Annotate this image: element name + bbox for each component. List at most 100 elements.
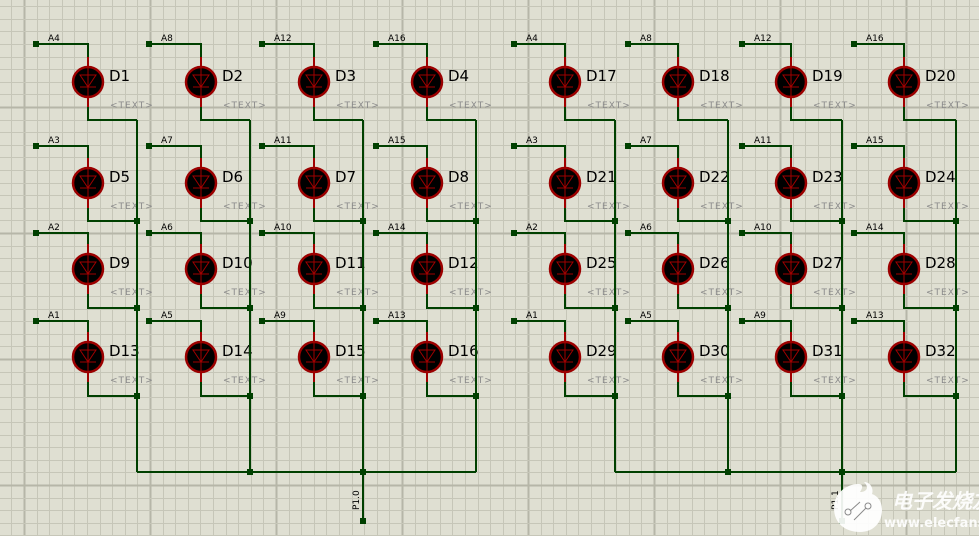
junction-dot (511, 41, 517, 47)
junction-dot (725, 305, 731, 311)
diode-triangle (556, 349, 574, 363)
ref-label: D10 (222, 254, 253, 272)
value-label: <TEXT> (110, 376, 154, 386)
net-label: A9 (274, 311, 286, 321)
diode-icon (556, 67, 574, 97)
ref-label: D20 (925, 67, 956, 85)
ref-label: D23 (812, 168, 843, 186)
wire (677, 294, 728, 309)
net-label: A4 (526, 34, 538, 44)
junction-dot (473, 393, 479, 399)
diode-triangle (305, 349, 323, 363)
wire (854, 145, 905, 158)
diode-icon (895, 168, 913, 198)
junction-dot (33, 143, 39, 149)
diode-triangle (669, 261, 687, 275)
junction-dot (33, 318, 39, 324)
value-label: <TEXT> (449, 376, 493, 386)
ref-label: D14 (222, 342, 253, 360)
diode-icon (669, 254, 687, 284)
wire (313, 382, 363, 397)
wire (903, 382, 956, 397)
net-label: A5 (640, 311, 652, 321)
junction-dot (625, 318, 631, 324)
junction-dot (739, 41, 745, 47)
net-label: A10 (274, 223, 292, 233)
diode-icon (192, 342, 210, 372)
diode-icon (305, 254, 323, 284)
net-label: A7 (640, 136, 652, 146)
junction-dot (360, 305, 366, 311)
wire (514, 43, 566, 57)
net-label: A2 (526, 223, 538, 233)
wire (854, 232, 905, 244)
wire (200, 107, 250, 121)
ref-label: D6 (222, 168, 243, 186)
diode-triangle (669, 74, 687, 88)
value-label: <TEXT> (700, 101, 744, 111)
wire (376, 43, 428, 57)
value-label: <TEXT> (223, 101, 267, 111)
wire (742, 43, 792, 57)
output-port-left[interactable]: P1.0 (352, 472, 366, 524)
net-label: A13 (388, 311, 406, 321)
wire (313, 294, 363, 309)
junction-dot (259, 318, 265, 324)
value-label: <TEXT> (813, 202, 857, 212)
diode-triangle (79, 261, 97, 275)
ref-label: D4 (448, 67, 469, 85)
wire (564, 382, 615, 397)
junction-dot (373, 41, 379, 47)
diode-triangle (895, 74, 913, 88)
diode-icon (782, 168, 800, 198)
ref-label: D13 (109, 342, 140, 360)
watermark-url: www.elecfans.com (884, 516, 979, 531)
junction-dot (33, 230, 39, 236)
wire (854, 43, 905, 57)
diode-triangle (782, 349, 800, 363)
wire (514, 320, 566, 332)
net-label: A7 (161, 136, 173, 146)
wire (514, 145, 566, 158)
value-label: <TEXT> (223, 376, 267, 386)
junction-dot (146, 41, 152, 47)
diode-triangle (305, 261, 323, 275)
diode-icon (418, 342, 436, 372)
circuit: A4D1<TEXT>A8D2<TEXT>A12D3<TEXT>A16D4<TEX… (33, 34, 970, 524)
wire (87, 107, 137, 121)
diode-icon (782, 254, 800, 284)
